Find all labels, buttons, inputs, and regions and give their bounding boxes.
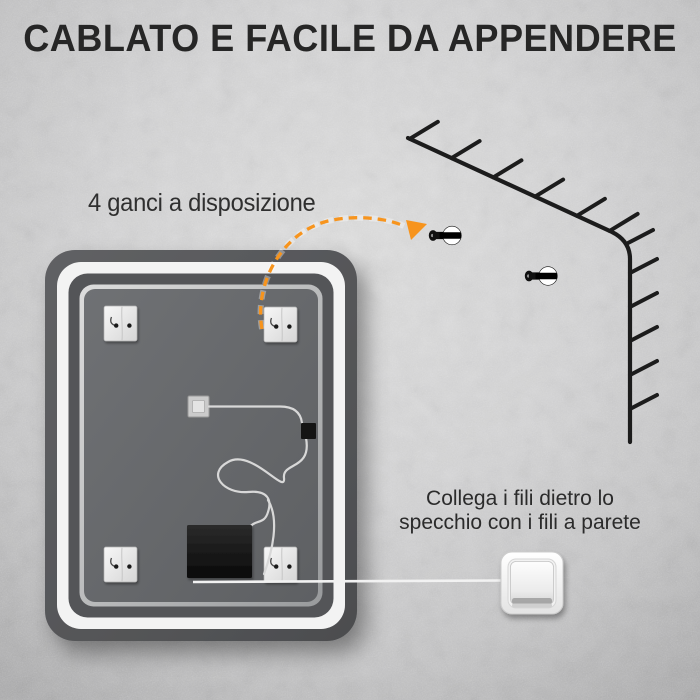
wall-hatch-marks-side	[626, 228, 659, 411]
dashed-arrow-icon	[257, 214, 427, 330]
wall-corner-line-icon	[405, 119, 659, 445]
mirror-panel	[84, 289, 318, 602]
connect-annotation-line2: specchio con i fili a parete	[399, 510, 641, 534]
connect-annotation: Collega i fili dietro lo specchio con i …	[378, 487, 662, 534]
hook-plate-bottom-right	[264, 547, 297, 582]
wall-corner-path	[405, 135, 633, 445]
hooks-annotation: 4 ganci a disposizione	[88, 189, 316, 217]
hook-plate-top-right	[264, 307, 297, 342]
driver-box-icon	[187, 525, 252, 578]
power-cable	[192, 579, 503, 584]
light-switch-icon	[500, 551, 564, 615]
hook-plate-top-left	[104, 306, 137, 341]
junction-box-icon	[187, 395, 210, 418]
edge-connector	[301, 423, 316, 439]
connect-annotation-line1: Collega i fili dietro lo	[426, 487, 614, 510]
mirror-wire	[207, 405, 308, 576]
page-title: CABLATO E FACILE DA APPENDERE	[23, 18, 677, 60]
arrowhead-icon	[406, 220, 427, 240]
dashed-arrow-curve	[259, 216, 405, 330]
wall-hatch-marks-top	[407, 119, 640, 233]
hook-plate-bottom-left	[104, 547, 137, 582]
mirror-back	[45, 250, 357, 641]
